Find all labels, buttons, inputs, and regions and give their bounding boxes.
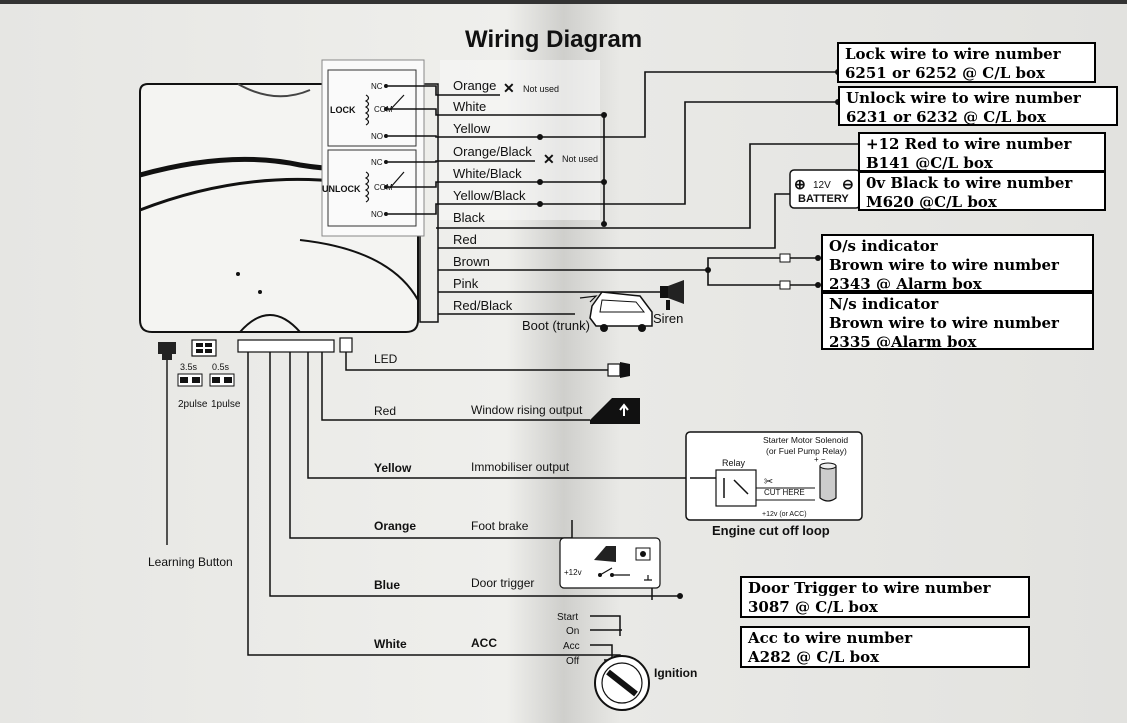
wire-brown-label: Brown: [453, 254, 490, 269]
diagram-title: Wiring Diagram: [465, 26, 642, 53]
window-output-label: Window rising output: [471, 403, 583, 417]
lock-wire-annotation: Lock wire to wire number 6251 or 6252 @ …: [837, 42, 1096, 83]
lock-no-label: NO: [371, 132, 383, 141]
scissors-icon: ✂: [764, 476, 773, 488]
battery-label: BATTERY: [798, 193, 849, 205]
wire-red-label: Red: [453, 232, 477, 247]
wire-yellow-black-label: Yellow/Black: [453, 188, 526, 203]
indicator-connectors: [779, 253, 791, 290]
ignition-start: Start: [557, 612, 578, 623]
two-pulse-label: 2pulse: [178, 399, 208, 410]
output-yellow-label: Yellow: [374, 461, 412, 475]
car-boot-icon: [579, 291, 653, 332]
relay-panel: LOCK UNLOCK NC COM NO NC COM NO: [321, 59, 600, 237]
solenoid-label-1: Starter Motor Solenoid: [763, 435, 848, 445]
output-red-label: Red: [374, 404, 396, 418]
ignition-on: On: [566, 626, 579, 637]
supply-label: +12v (or ACC): [762, 511, 807, 518]
wire-white-black-label: White/Black: [453, 166, 522, 181]
orange-not-used-label: Not used: [523, 84, 559, 94]
module-connectors: [158, 337, 353, 360]
not-used-cross-icon-2: ✕: [543, 151, 555, 167]
output-white-label: White: [374, 637, 407, 651]
ignition-key-icon: [594, 655, 650, 711]
timing-3-5s: 3.5s: [180, 362, 198, 372]
boot-label: Boot (trunk): [522, 318, 590, 333]
unlock-wire-annotation: Unlock wire to wire number 6231 or 6232 …: [838, 86, 1118, 126]
lock-com-label: COM: [374, 105, 393, 114]
wire-orange-black-label: Orange/Black: [453, 144, 532, 159]
battery-plus-icon: ⊕: [794, 176, 806, 192]
output-orange-label: Orange: [374, 519, 416, 533]
learning-button-label: Learning Button: [148, 555, 233, 569]
door-switch: +12v: [559, 537, 661, 589]
immobiliser-output-label: Immobiliser output: [471, 460, 570, 474]
output-labels: Red Window rising output Yellow Immobili…: [374, 403, 583, 651]
foot-brake-label: Foot brake: [471, 519, 529, 533]
os-indicator-annotation: O/s indicator Brown wire to wire number …: [821, 234, 1094, 292]
lock-nc-label: NC: [371, 82, 383, 91]
lock-relay-label: LOCK: [330, 105, 356, 115]
relay-label: Relay: [722, 458, 746, 468]
unlock-nc-label: NC: [371, 158, 383, 167]
led-label: LED: [374, 352, 398, 366]
wire-orange-label: Orange: [453, 78, 496, 93]
wire-labels: Orange White Yellow Orange/Black White/B…: [453, 78, 532, 313]
engine-cut-caption: Engine cut off loop: [712, 523, 830, 538]
engine-cut-off-loop: Starter Motor Solenoid (or Fuel Pump Rel…: [685, 431, 863, 521]
unlock-no-label: NO: [371, 210, 383, 219]
door-trigger-annotation: Door Trigger to wire number 3087 @ C/L b…: [740, 576, 1030, 618]
wire-pink-label: Pink: [453, 276, 479, 291]
orange-black-not-used-label: Not used: [562, 154, 598, 164]
cut-here-label: CUT HERE: [764, 488, 805, 497]
wire-yellow-label: Yellow: [453, 121, 491, 136]
one-pulse-label: 1pulse: [211, 399, 241, 410]
battery-voltage: 12V: [813, 180, 831, 191]
output-blue-label: Blue: [374, 578, 400, 592]
siren-label: Siren: [653, 311, 683, 326]
unlock-com-label: COM: [374, 183, 393, 192]
ground-0v-annotation: 0v Black to wire number M620 @C/L box: [858, 171, 1106, 211]
svg-text:+ −: + −: [814, 455, 826, 464]
acc-output-label: ACC: [471, 636, 497, 650]
ignition-off: Off: [566, 656, 579, 667]
unlock-relay-label: UNLOCK: [322, 184, 361, 194]
battery: ⊕ 12V ⊖ BATTERY: [789, 169, 861, 209]
wire-black-label: Black: [453, 210, 485, 225]
door-switch-supply: +12v: [564, 568, 582, 577]
siren-icon: [660, 280, 684, 310]
door-trigger-label: Door trigger: [471, 576, 534, 590]
acc-annotation: Acc to wire number A282 @ C/L box: [740, 626, 1030, 668]
dip-switches: 3.5s 0.5s 2pulse 1pulse: [177, 362, 241, 410]
ns-indicator-annotation: N/s indicator Brown wire to wire number …: [821, 292, 1094, 350]
not-used-cross-icon: ✕: [503, 80, 515, 96]
ignition-acc: Acc: [563, 641, 580, 652]
ignition-positions: Start On Acc Off: [557, 612, 580, 667]
battery-minus-icon: ⊖: [842, 176, 854, 192]
solenoid-label-2: (or Fuel Pump Relay): [766, 446, 847, 456]
positive-12v-annotation: +12 Red to wire number B141 @C/L box: [858, 132, 1106, 172]
led-icon: [607, 362, 630, 378]
wire-white-label: White: [453, 99, 486, 114]
ignition-label: Ignition: [654, 666, 697, 680]
wire-red-black-label: Red/Black: [453, 298, 513, 313]
timing-0-5s: 0.5s: [212, 362, 230, 372]
window-icon: [590, 398, 640, 424]
